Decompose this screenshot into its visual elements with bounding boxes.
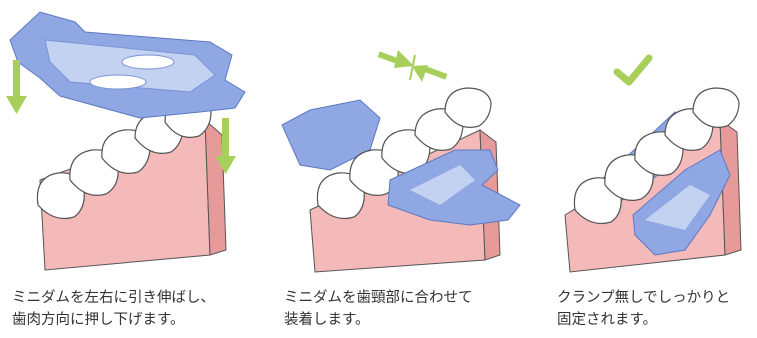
step-3-line-2: 固定されます。 [557, 312, 658, 328]
step-3-line-1: クランプ無しでしっかりと [557, 290, 731, 306]
step-1-caption: ミニダムを左右に引き伸ばし、 歯肉方向に押し下げます。 [12, 287, 215, 331]
down-arrow-icon [6, 60, 27, 114]
step-1-line-1: ミニダムを左右に引き伸ばし、 [12, 290, 215, 306]
teeth [316, 87, 492, 220]
step-2-panel: ミニダムを歯頸部に合わせて 装着します。 [270, 0, 530, 338]
step-2-line-2: 装着します。 [284, 312, 370, 328]
step-3-caption: クランプ無しでしっかりと 固定されます。 [557, 287, 730, 331]
teeth [573, 87, 740, 225]
step-2-caption: ミニダムを歯頸部に合わせて 装着します。 [284, 287, 473, 331]
step-3-illustration [564, 54, 742, 273]
step-1-panel: ミニダムを左右に引き伸ばし、 歯肉方向に押し下げます。 [0, 0, 260, 338]
step-2-illustration [281, 50, 521, 273]
check-icon [613, 54, 653, 86]
step-2-line-1: ミニダムを歯頸部に合わせて [284, 290, 473, 306]
pinch-arrows-icon [377, 50, 448, 82]
step-3-panel: クランプ無しでしっかりと 固定されます。 [545, 0, 757, 338]
gum-model [39, 118, 227, 271]
step-1-line-2: 歯肉方向に押し下げます。 [12, 312, 185, 328]
step-1-illustration [6, 11, 246, 271]
down-arrow-icon [215, 118, 236, 174]
minidam-sheet-highlight [645, 185, 710, 230]
minidam-sheet-back [281, 99, 381, 171]
minidam-sheet [9, 11, 246, 119]
minidam-sheet-highlight [410, 165, 475, 205]
